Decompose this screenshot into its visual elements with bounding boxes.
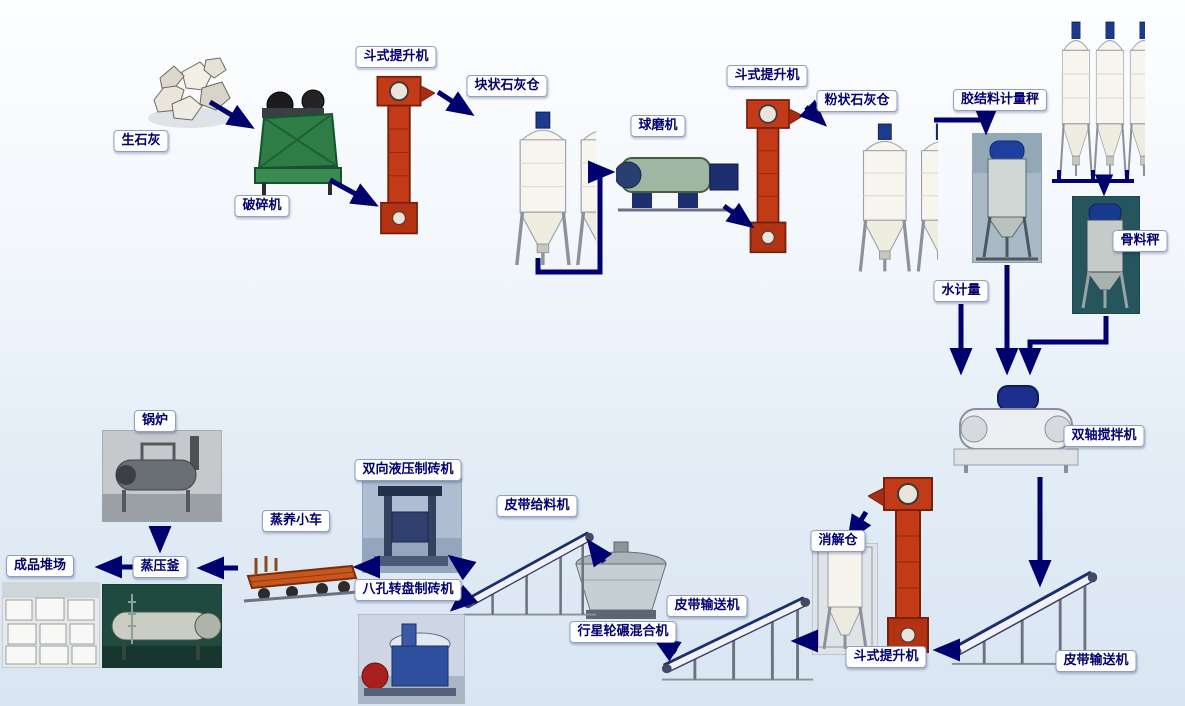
twin-shaft-mixer (950, 383, 1082, 479)
jaw-crusher (250, 88, 350, 202)
bucket-elevator-3 (866, 476, 950, 660)
label-bucket-elevator-3: 斗式提升机 (845, 646, 927, 668)
label-twin-shaft-mixer: 双轴搅拌机 (1063, 425, 1145, 447)
digestion-silo-image (811, 542, 879, 659)
boiler-image (101, 429, 223, 526)
label-digestion-silo: 消解仓 (810, 530, 866, 552)
lump-lime-silos (478, 110, 596, 269)
label-product-yard: 成品堆场 (5, 555, 75, 577)
label-bucket-elevator-2: 斗式提升机 (726, 65, 808, 87)
label-binder-scale: 胶结料计量秤 (952, 89, 1048, 111)
label-quicklime: 生石灰 (113, 130, 169, 152)
label-autoclave: 蒸压釜 (132, 556, 188, 578)
label-crusher: 破碎机 (234, 195, 290, 217)
label-boiler: 锅炉 (133, 410, 177, 432)
autoclave-image (101, 583, 223, 672)
label-water-metering: 水计量 (933, 280, 989, 302)
powder-lime-silos (826, 122, 938, 278)
storage-silos (1042, 20, 1145, 180)
planetary-mixer-image (572, 540, 670, 629)
curing-trolley (240, 548, 360, 609)
binder-metering-scale (971, 132, 1043, 267)
label-planetary-mixer: 行星轮碾混合机 (569, 621, 677, 643)
label-aggregate-scale: 骨料秤 (1112, 230, 1168, 252)
label-bucket-elevator-1: 斗式提升机 (355, 46, 437, 68)
hydraulic-brick-machine-image (361, 477, 463, 577)
label-belt-conveyor-1: 皮带输送机 (1055, 650, 1137, 672)
label-curing-trolley: 蒸养小车 (261, 510, 331, 532)
label-lump-lime-silo: 块状石灰仓 (466, 75, 548, 97)
quicklime-stones-image (142, 52, 237, 136)
label-belt-conveyor-2: 皮带输送机 (666, 595, 748, 617)
label-powder-lime-silo: 粉状石灰仓 (816, 90, 898, 112)
label-hydraulic-brick-machine: 双向液压制砖机 (354, 459, 462, 481)
label-belt-feeder: 皮带给料机 (496, 495, 578, 517)
aggregate-scale (1071, 195, 1141, 318)
belt-feeder-image (462, 520, 598, 624)
rotary-brick-machine-image (357, 613, 466, 706)
bucket-elevator-2 (733, 88, 803, 270)
label-rotary-brick-machine: 八孔转盘制砖机 (354, 579, 462, 601)
ball-mill (614, 136, 744, 218)
label-ball-mill: 球磨机 (630, 115, 686, 137)
bucket-elevator-1 (363, 70, 435, 246)
product-yard-image (1, 581, 101, 672)
